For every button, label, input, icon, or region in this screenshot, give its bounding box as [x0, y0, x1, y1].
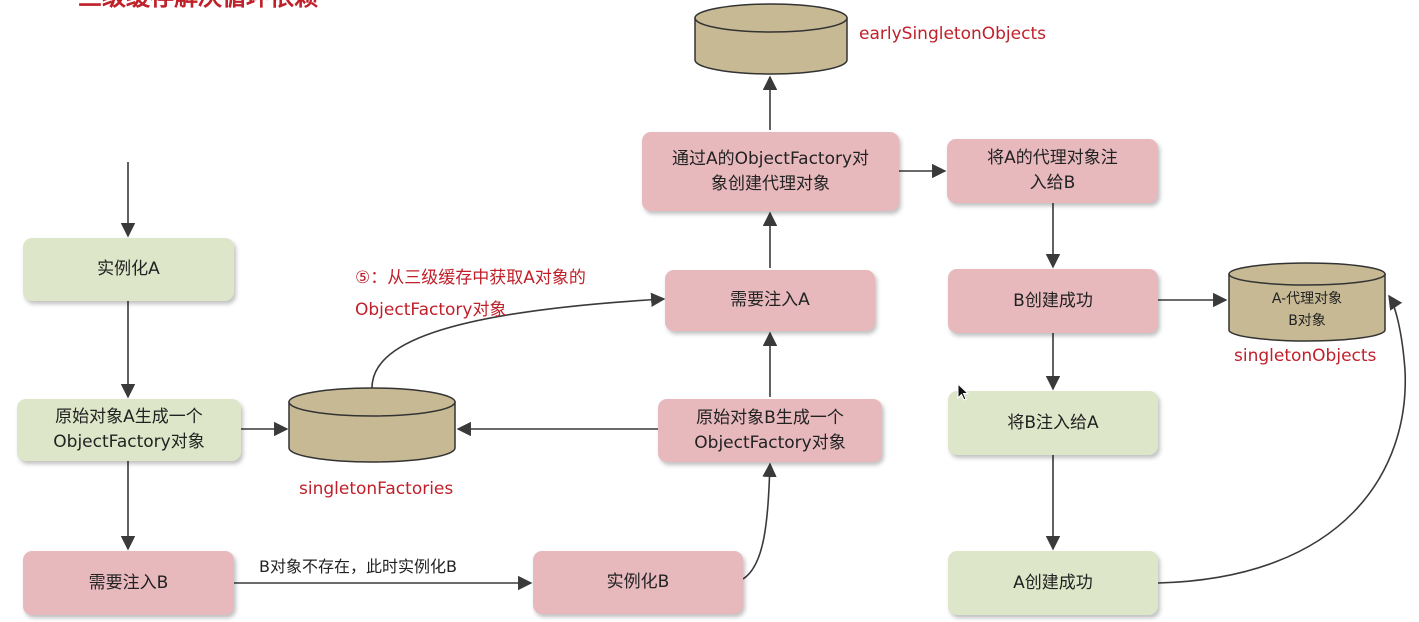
node-raw-b-factory: 原始对象B生成一个 ObjectFactory对象 [658, 399, 882, 462]
arrow-inst-b-to-raw-b [742, 462, 777, 580]
label-early-singletons: earlySingletonObjects [859, 24, 1046, 44]
arrow-a-created-to-singletons [1157, 294, 1407, 584]
mouse-cursor-icon [957, 383, 969, 401]
node-a-created: A创建成功 [948, 551, 1158, 615]
node-instantiate-a: 实例化A [23, 238, 234, 301]
arrow-factories-to-need-a [371, 292, 666, 389]
node-inject-b-a: 将B注入给A [948, 391, 1158, 455]
singleton-objects-cylinder [1228, 262, 1386, 342]
node-create-proxy: 通过A的ObjectFactory对 象创建代理对象 [642, 132, 899, 211]
node-raw-a-factory: 原始对象A生成一个 ObjectFactory对象 [17, 399, 241, 461]
label-step5-line1: ⑤：从三级缓存中获取A对象的 [355, 268, 586, 288]
node-inject-proxy-b: 将A的代理对象注 入给B [947, 139, 1158, 203]
node-b-created: B创建成功 [948, 269, 1158, 333]
label-singleton-factories: singletonFactories [299, 479, 454, 499]
node-need-inject-a: 需要注入A [665, 270, 875, 331]
early-singletons-cylinder [694, 3, 848, 75]
node-need-inject-b: 需要注入B [23, 551, 234, 615]
label-b-not-exist: B对象不存在，此时实例化B [259, 557, 457, 576]
label-step5-line2: ObjectFactory对象 [355, 300, 507, 320]
singleton-objects-content: A-代理对象 B对象 [1271, 291, 1343, 329]
node-instantiate-b: 实例化B [533, 551, 743, 614]
label-singleton-objects: singletonObjects [1234, 346, 1377, 366]
page-title: 三级缓存解决循环依赖 [78, 0, 318, 9]
singleton-factories-cylinder [288, 387, 456, 463]
